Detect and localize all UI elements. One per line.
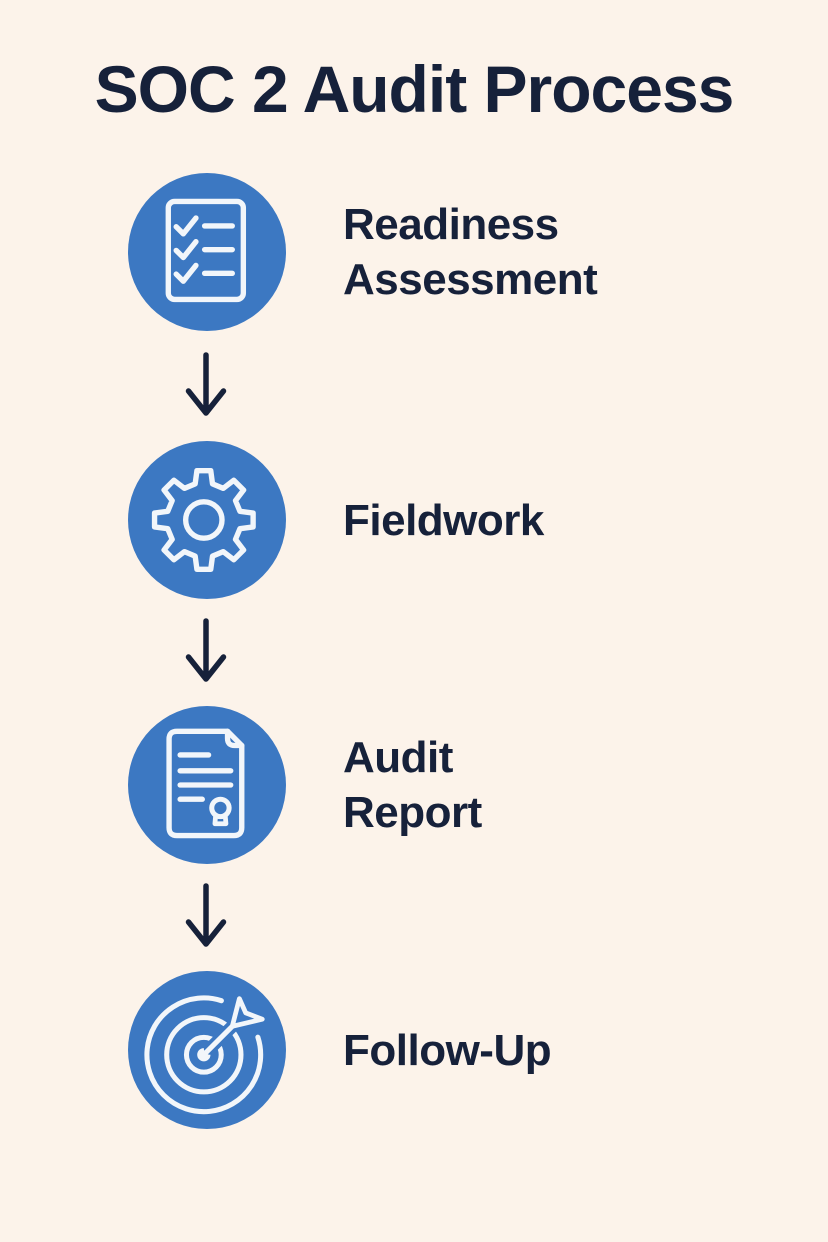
step-circle: [128, 706, 286, 864]
target-arrow-icon: [144, 995, 265, 1115]
step-label: Audit Report: [343, 733, 482, 837]
gear-icon: [151, 468, 256, 572]
down-arrow-icon: [184, 618, 228, 686]
step-audit-report: Audit Report: [128, 706, 482, 864]
page-title: SOC 2 Audit Process: [94, 52, 735, 126]
step-follow-up: Follow-Up: [128, 971, 552, 1129]
down-arrow-icon: [184, 352, 228, 420]
step-circle: [128, 971, 286, 1129]
checklist-icon: [165, 198, 247, 303]
step-label: Fieldwork: [343, 495, 544, 545]
step-circle: [128, 441, 286, 599]
document-seal-icon: [166, 728, 245, 839]
step-readiness-assessment: Readiness Assessment: [128, 173, 598, 331]
step-circle: [128, 173, 286, 331]
step-label: Readiness Assessment: [343, 200, 598, 304]
step-fieldwork: Fieldwork: [128, 441, 544, 599]
step-label: Follow-Up: [343, 1025, 552, 1075]
down-arrow-icon: [184, 883, 228, 951]
